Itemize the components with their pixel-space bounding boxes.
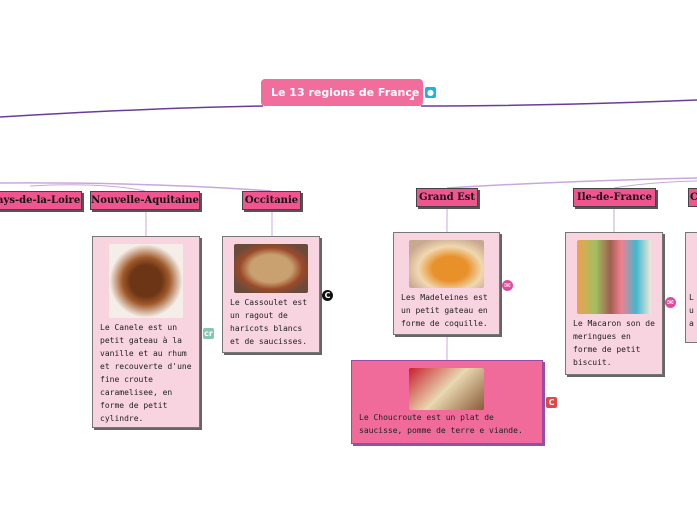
emoji-icon[interactable]: ✉ [502, 280, 513, 291]
card-canele[interactable]: Le Canele est un petit gateau à la vanil… [92, 236, 200, 428]
topic-pays-de-la-loire[interactable]: Pays-de-la-Loire [0, 191, 82, 210]
emoji-icon[interactable]: ✉ [665, 297, 676, 308]
topic-label: C [690, 192, 697, 203]
root-title: Le 13 regions de France [271, 86, 420, 99]
topic-label: Nouvelle-Aquitaine [91, 195, 199, 206]
topic-nouvelle-aquitaine[interactable]: Nouvelle-Aquitaine [90, 191, 200, 210]
cr-icon[interactable]: cr [203, 328, 214, 339]
madeleines-image [409, 240, 484, 288]
choucroute-image [409, 368, 484, 410]
topic-label: Grand Est [419, 192, 475, 203]
topic-ile-de-france[interactable]: Ile-de-France [573, 188, 656, 207]
card-macaron[interactable]: Le Macaron son de meringues en forme de … [565, 232, 663, 375]
root-topic[interactable]: Le 13 regions de France [261, 79, 423, 106]
cassoulet-image [234, 244, 308, 293]
macaron-image [577, 240, 651, 314]
topic-occitanie[interactable]: Occitanie [242, 191, 301, 210]
collapse-icon[interactable] [409, 95, 414, 100]
topic-label: Pays-de-la-Loire [0, 195, 81, 206]
topic-label: Ile-de-France [577, 192, 652, 203]
map-marker-icon[interactable]: ● [425, 87, 436, 98]
card-partial[interactable]: L u a [685, 232, 697, 343]
card-cassoulet[interactable]: Le Cassoulet est un ragout de haricots b… [222, 236, 320, 353]
card-text: L u a [689, 293, 694, 328]
card-text: Les Madeleines est un petit gateau en fo… [401, 293, 488, 328]
topic-grand-est[interactable]: Grand Est [416, 188, 478, 207]
card-text: Le Cassoulet est un ragout de haricots b… [230, 298, 308, 346]
card-text: Le Canele est un petit gateau à la vanil… [100, 323, 192, 423]
card-choucroute[interactable]: Le Choucroute est un plat de saucisse, p… [351, 360, 543, 444]
card-text: Le Choucroute est un plat de saucisse, p… [359, 413, 523, 435]
topic-label: Occitanie [244, 195, 299, 206]
topic-partial[interactable]: C [688, 188, 697, 207]
card-madeleines[interactable]: Les Madeleines est un petit gateau en fo… [393, 232, 500, 335]
c-icon[interactable]: C [546, 397, 557, 408]
card-text: Le Macaron son de meringues en forme de … [573, 319, 655, 367]
c-icon[interactable]: C [322, 290, 333, 301]
canele-image [109, 244, 183, 318]
